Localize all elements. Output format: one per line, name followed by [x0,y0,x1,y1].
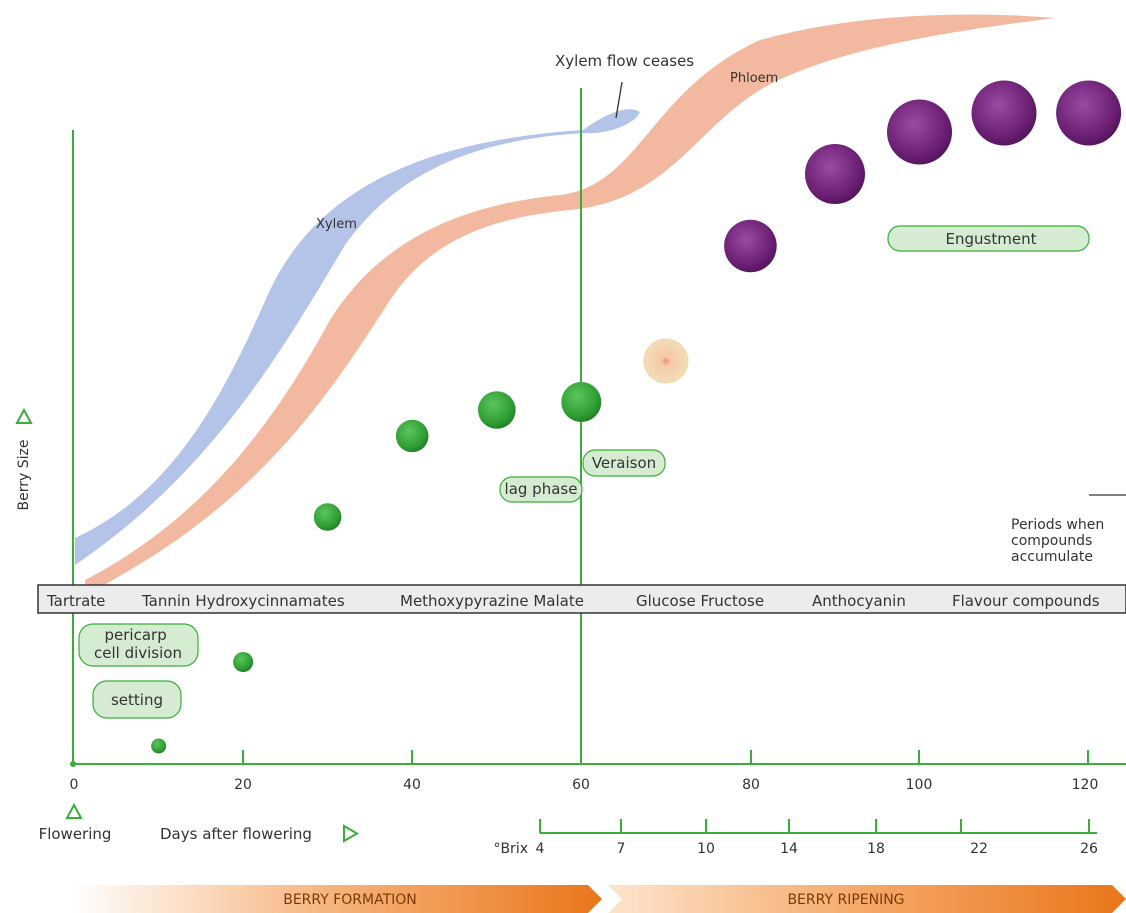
berry-green-day-60 [561,382,602,422]
berry-green-day-50 [478,391,516,429]
brix-tick-label: 22 [970,841,988,857]
origin-dot [70,761,76,767]
berry-purple-day-100 [887,99,952,165]
periods-line1: Periods when [1011,517,1104,533]
pericarp-pill [78,623,199,667]
compound-methoxy: Methoxypyrazine Malate [400,592,584,610]
veraison-label: Veraison [592,454,656,472]
berry-purple-day-120 [1056,80,1122,146]
berry-ripening-banner [608,885,1126,913]
berry-size-triangle-icon [15,407,33,424]
compound-tartrate: Tartrate [46,592,105,610]
brix-tick-label: 14 [780,841,798,857]
berry-green-day-40 [395,419,429,453]
xylem-label: Xylem [316,217,357,232]
compound-band [37,584,1126,614]
x-tick-label: 20 [234,777,252,793]
lag-phase-pill [499,476,583,503]
setting-label: setting [111,691,163,709]
berry-purple-day-90 [805,144,865,204]
setting-pill [92,680,182,719]
x-tick-label: 40 [403,777,421,793]
berry-green-day-20 [233,652,254,672]
days-arrow-icon [343,824,360,843]
x-tick-label: 120 [1072,777,1099,793]
compound-tannin: Tannin Hydroxycinnamates [141,592,345,610]
berry-purple-day-110 [971,80,1037,146]
engustment-label: Engustment [946,230,1037,248]
compound-glucose: Glucose Fructose [636,592,764,610]
berry-pale-day-70 [643,338,689,384]
brix-tick-label: 18 [867,841,885,857]
x-tick-label: 60 [572,777,590,793]
xylem-ceases-pointer [615,81,623,119]
xylem-band [75,109,640,566]
compound-anthocyanin: Anthocyanin [812,592,906,610]
xylem-flow-ceases-label: Xylem flow ceases [555,52,694,70]
periods-line2: compounds [1011,533,1092,549]
brix-label: °Brix [493,841,528,857]
berry-formation-label: BERRY FORMATION [283,892,417,908]
periods-line3: accumulate [1011,549,1093,565]
periods-legend-text: Periods when compounds accumulate [1011,517,1109,565]
lag-phase-label: lag phase [505,480,578,498]
berry-size-label: Berry Size [16,440,32,511]
brix-tick-label: 4 [536,841,545,857]
berry-green-day-30 [313,503,342,531]
brix-tick-marks [539,819,1090,833]
brix-tick-label: 26 [1080,841,1098,857]
pericarp-label: pericarp cell division [94,626,182,662]
berry-formation-banner [72,885,602,913]
flowering-triangle-icon [65,802,83,819]
days-after-flowering-label: Days after flowering [160,825,312,843]
brix-tick-label: 10 [697,841,715,857]
brix-tick-label: 7 [617,841,626,857]
berry-series [151,80,1122,754]
berry-green-day-10 [151,738,167,754]
x-tick-label: 0 [70,777,79,793]
x-tick-marks [242,750,1089,764]
berry-ripening-label: BERRY RIPENING [787,892,904,908]
x-tick-label: 100 [906,777,933,793]
pericarp-line2: cell division [94,644,182,662]
engustment-pill [887,225,1090,252]
x-tick-label: 80 [742,777,760,793]
compound-flavour: Flavour compounds [952,592,1100,610]
berry-purple-day-80 [724,219,777,273]
flowering-label: Flowering [39,825,112,843]
pericarp-line1: pericarp [105,626,167,644]
phloem-label: Phloem [730,71,778,86]
veraison-pill [582,449,666,477]
